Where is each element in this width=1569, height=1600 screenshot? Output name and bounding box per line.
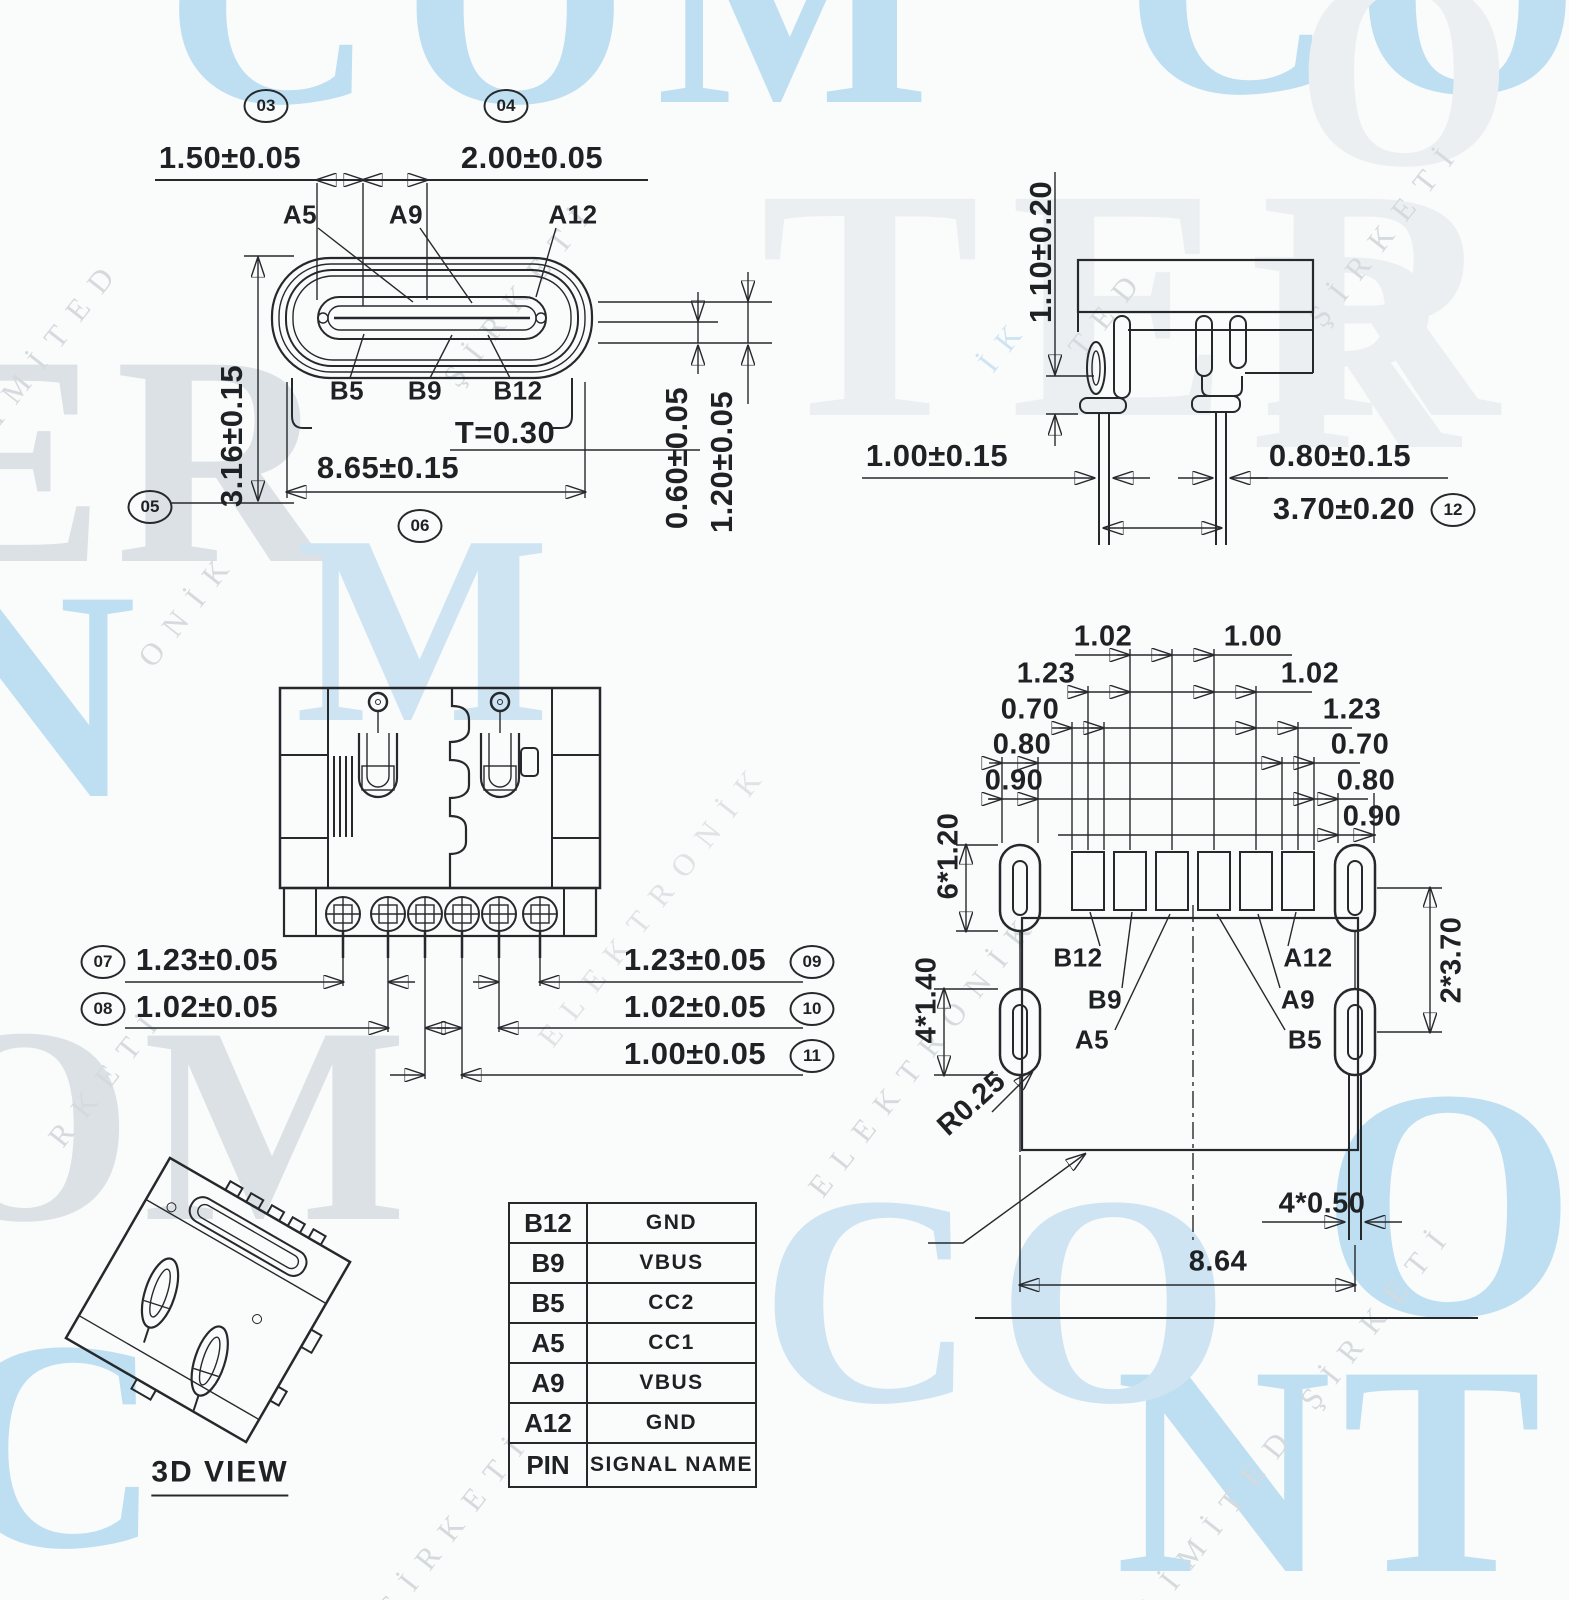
table-cell-signal: GND <box>645 1211 698 1234</box>
pin-label-b12: B12 <box>493 375 543 406</box>
dim-side-left: 1.00±0.15 <box>865 438 1009 473</box>
watermark-text: CO <box>760 1134 1250 1466</box>
dim-front-height: 3.16±0.15 <box>214 364 249 508</box>
balloon-06: 06 <box>397 509 443 543</box>
dim-bottom-left-2: 1.02±0.05 <box>135 989 279 1024</box>
table-cell-signal: CC2 <box>648 1291 695 1314</box>
table-cell-signal: VBUS <box>639 1371 704 1394</box>
fp-dim-left-2: 1.23 <box>1016 657 1076 690</box>
dim-front-width: 8.65±0.15 <box>316 450 460 485</box>
table-row: B12 GND <box>510 1204 755 1242</box>
fp-label-a12: A12 <box>1283 942 1333 973</box>
fp-dim-right-1: 1.00 <box>1223 620 1283 653</box>
watermark-text: ER <box>0 294 342 626</box>
balloon-11: 11 <box>789 1039 835 1073</box>
fp-label-b12: B12 <box>1053 942 1103 973</box>
pin-label-b5: B5 <box>329 375 365 406</box>
watermark-text: C <box>0 1279 162 1600</box>
table-cell-signal: GND <box>645 1411 698 1434</box>
balloon-07: 07 <box>80 945 126 979</box>
dim-bottom-left-1: 1.23±0.05 <box>135 942 279 977</box>
watermark-text: O <box>1295 0 1513 225</box>
balloon-12: 12 <box>1430 493 1476 527</box>
table-header-row: PIN SIGNAL NAME <box>510 1442 755 1486</box>
pin-label-b9: B9 <box>407 375 443 406</box>
fp-label-a9: A9 <box>1280 984 1316 1015</box>
fp-pad-span: 2*3.70 <box>1435 916 1468 1004</box>
fp-dim-right-6: 0.90 <box>1342 800 1402 833</box>
fp-leg-width: 4*0.50 <box>1278 1187 1366 1220</box>
fp-dim-left-5: 0.90 <box>984 764 1044 797</box>
fp-label-a5: A5 <box>1074 1024 1110 1055</box>
table-cell-pin: B9 <box>510 1244 588 1282</box>
dim-bottom-right-2: 1.02±0.05 <box>623 989 767 1024</box>
dim-side-span: 3.70±0.20 <box>1272 491 1416 526</box>
balloon-10: 10 <box>789 992 835 1026</box>
dim-bottom-right-3: 1.00±0.05 <box>623 1036 767 1071</box>
watermark-text: CO <box>1125 0 1569 140</box>
pin-label-a5: A5 <box>282 199 318 230</box>
table-cell-signal: CC1 <box>648 1331 695 1354</box>
table-cell-pin: A9 <box>510 1364 588 1402</box>
table-cell-pin: A12 <box>510 1404 588 1442</box>
fp-label-b5: B5 <box>1287 1024 1323 1055</box>
balloon-04: 04 <box>483 89 529 123</box>
view-3d-label: 3D VIEW <box>151 1456 289 1497</box>
watermark-text: OM <box>0 969 418 1280</box>
front-view-linework <box>155 180 772 504</box>
balloon-08: 08 <box>80 992 126 1026</box>
dim-side-height: 1.10±0.20 <box>1023 180 1058 324</box>
balloon-09: 09 <box>789 945 835 979</box>
pin-label-a12: A12 <box>548 199 598 230</box>
fp-dim-left-1: 1.02 <box>1073 620 1133 653</box>
table-cell-pin: A5 <box>510 1324 588 1362</box>
view-3d-linework <box>64 1156 352 1444</box>
table-cell-pin: B5 <box>510 1284 588 1322</box>
dim-bottom-right-1: 1.23±0.05 <box>623 942 767 977</box>
dim-tongue-thickness: T=0.30 <box>454 415 556 450</box>
fp-dim-right-2: 1.02 <box>1280 657 1340 690</box>
watermark-text: N <box>0 529 137 861</box>
footprint-linework <box>928 649 1478 1319</box>
fp-dim-pitch: 6*1.20 <box>932 812 965 900</box>
watermark-text: R <box>1250 189 1460 510</box>
fp-dim-left-3: 0.70 <box>1000 693 1060 726</box>
fp-dim-right-4: 0.70 <box>1330 728 1390 761</box>
watermark-text: NT <box>1115 1304 1552 1600</box>
table-cell-pin: B12 <box>510 1204 588 1242</box>
dim-front-pitch-left: 1.50±0.05 <box>158 140 302 175</box>
table-row: A5 CC1 <box>510 1322 755 1362</box>
dim-front-right-inner: 0.60±0.05 <box>659 386 694 530</box>
pin-label-a9: A9 <box>388 199 424 230</box>
table-cell-signal: VBUS <box>639 1251 704 1274</box>
fp-dim-right-3: 1.23 <box>1322 693 1382 726</box>
dim-front-pitch-right: 2.00±0.05 <box>460 140 604 175</box>
dim-side-right: 0.80±0.15 <box>1268 438 1412 473</box>
table-row: A12 GND <box>510 1402 755 1442</box>
watermark-text: COM <box>165 0 958 165</box>
table-row: A9 VBUS <box>510 1362 755 1402</box>
table-cell-signal-header: SIGNAL NAME <box>589 1453 754 1476</box>
bottom-view-linework <box>125 686 803 1079</box>
fp-dim-right-5: 0.80 <box>1336 764 1396 797</box>
table-cell-pin-header: PIN <box>510 1444 588 1486</box>
balloon-03: 03 <box>243 89 289 123</box>
table-row: B5 CC2 <box>510 1282 755 1322</box>
watermark-text: TER <box>760 122 1529 487</box>
fp-label-b9: B9 <box>1087 984 1123 1015</box>
fp-dim-left-4: 0.80 <box>992 728 1052 761</box>
pin-table: B12 GND B9 VBUS B5 CC2 A5 CC1 A9 VBUS A1… <box>508 1202 757 1488</box>
solder-pins <box>325 896 558 958</box>
dim-front-right-outer: 1.20±0.05 <box>704 390 739 534</box>
balloon-05: 05 <box>127 490 173 524</box>
fp-total-width: 8.64 <box>1188 1245 1248 1278</box>
fp-dim-pad: 4*1.40 <box>910 956 943 1044</box>
table-row: B9 VBUS <box>510 1242 755 1282</box>
side-view-linework <box>862 172 1448 545</box>
